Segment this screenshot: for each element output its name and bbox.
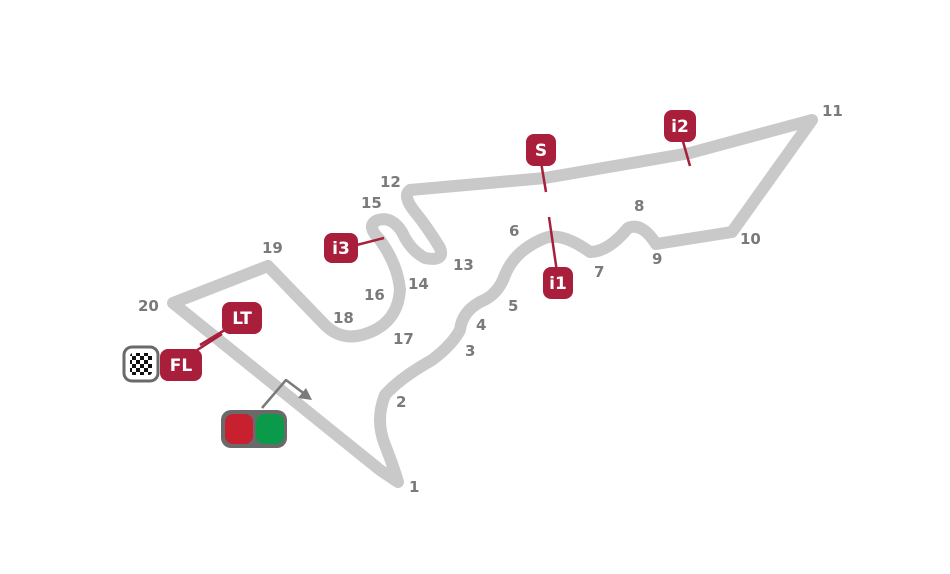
turn-label-1: 1	[409, 478, 419, 496]
turn-label-5: 5	[508, 297, 518, 315]
intermediate-2-label: i2	[671, 117, 689, 137]
turn-label-11: 11	[822, 102, 843, 120]
turn-label-15: 15	[361, 194, 382, 212]
turn-label-18: 18	[333, 309, 354, 327]
start-marker[interactable]: S	[526, 134, 556, 166]
turn-label-14: 14	[408, 275, 429, 293]
turn-label-2: 2	[396, 393, 406, 411]
turn-label-3: 3	[465, 342, 475, 360]
last-lap-timing-marker[interactable]: LT	[222, 302, 262, 334]
intermediate-3-label: i3	[332, 239, 350, 259]
turn-label-7: 7	[594, 263, 604, 281]
checkered-flag-icon	[122, 345, 160, 383]
intermediate-1-marker[interactable]: i1	[543, 267, 573, 299]
turn-label-4: 4	[476, 316, 486, 334]
start-marker-line	[539, 161, 548, 193]
finish-line-label: FL	[170, 356, 193, 376]
turn-labels: 1 2 3 4 5 6 7 8 9 10 11 12 13 14 15 16 1…	[138, 102, 843, 496]
traffic-light-icon	[221, 410, 287, 448]
turn-label-12: 12	[380, 173, 401, 191]
intermediate-2-marker[interactable]: i2	[664, 110, 696, 142]
turn-label-6: 6	[509, 222, 519, 240]
intermediate-1-label: i1	[549, 274, 567, 294]
turn-label-17: 17	[393, 330, 414, 348]
turn-label-8: 8	[634, 197, 644, 215]
turn-label-9: 9	[652, 250, 662, 268]
turn-label-10: 10	[740, 230, 761, 248]
i2-marker-line	[680, 137, 692, 167]
turn-label-19: 19	[262, 239, 283, 257]
direction-arrow-icon	[261, 378, 312, 409]
turn-label-16: 16	[364, 286, 385, 304]
turn-label-13: 13	[453, 256, 474, 274]
turn-label-20: 20	[138, 297, 159, 315]
last-lap-timing-label: LT	[232, 309, 252, 329]
start-marker-label: S	[535, 141, 547, 161]
intermediate-3-marker[interactable]: i3	[324, 233, 358, 263]
i1-marker-line	[547, 216, 559, 273]
finish-line-marker[interactable]: FL	[160, 349, 202, 381]
